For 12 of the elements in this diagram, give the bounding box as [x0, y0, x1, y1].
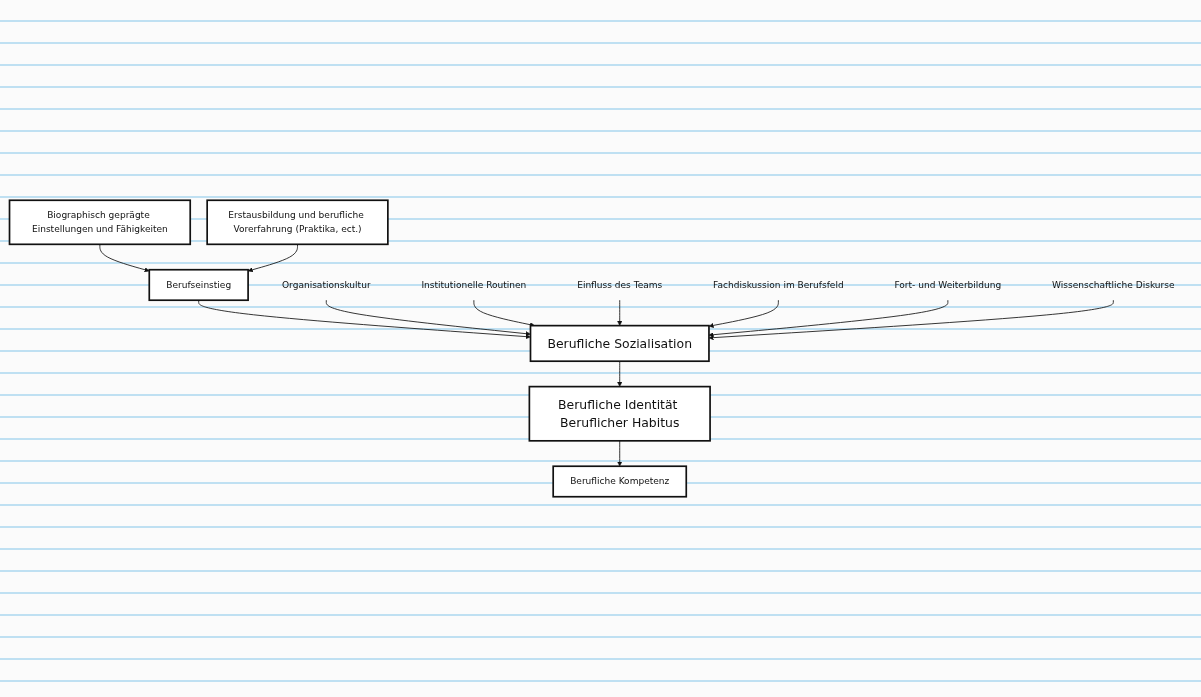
node-box: Berufliche Sozialisation	[529, 324, 710, 363]
node-box: Biographisch geprägte Einstellungen und Fähigkeiten	[8, 199, 192, 246]
node-text: Fachdiskussion im Berufsfeld	[713, 279, 844, 291]
node-text: Wissenschaftliche Diskurse	[1052, 279, 1175, 291]
node-text: Institutionelle Routinen	[421, 279, 527, 291]
node-box: Berufliche Kompetenz	[552, 465, 688, 498]
node-text: Einfluss des Teams	[577, 279, 663, 291]
node-text: Organisationskultur	[281, 279, 371, 291]
node-box: Berufliche Identität Beruflicher Habitus	[528, 385, 711, 442]
node-text: Fort- und Weiterbildung	[894, 279, 1002, 291]
node-box: Erstausbildung und berufliche Vorerfahrung (Praktika, ect.)	[206, 199, 389, 246]
node-box: Berufseinstieg	[148, 268, 249, 302]
